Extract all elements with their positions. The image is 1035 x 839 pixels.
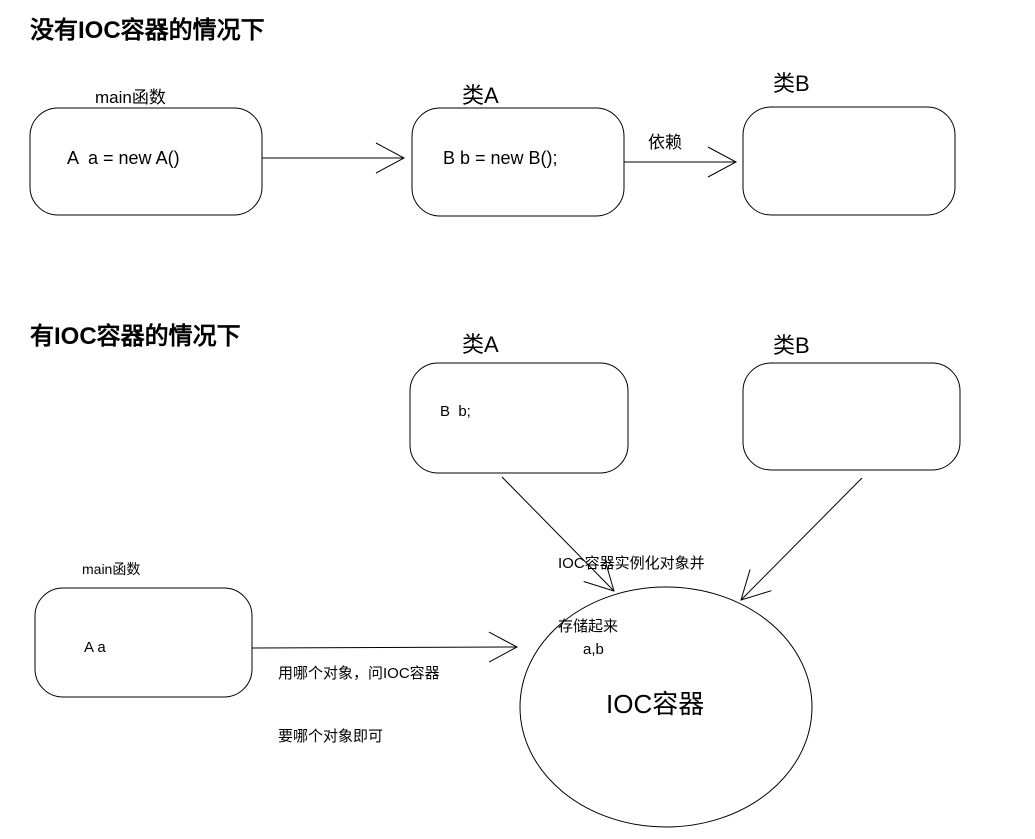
- class-a-box-1-label: 类A: [462, 83, 499, 108]
- class-b-box-1: [742, 106, 956, 216]
- request-annotation-line1: 用哪个对象，问IOC容器: [278, 665, 440, 682]
- request-annotation-line2: 要哪个对象即可: [278, 728, 384, 745]
- request-annotation: 用哪个对象，问IOC容器 要哪个对象即可: [278, 621, 440, 789]
- main-function-box-1-content: A a = new A(): [67, 148, 180, 168]
- class-a-box-2: [409, 362, 629, 474]
- arrow-class-b-to-container: [740, 477, 863, 601]
- dependency-arrow-label: 依赖: [648, 133, 682, 152]
- class-a-box-2-label: 类A: [462, 332, 499, 357]
- ioc-container-ellipse: [519, 586, 813, 828]
- main-function-box-2-label: main函数: [82, 561, 141, 577]
- section2-title: 有IOC容器的情况下: [30, 323, 241, 350]
- arrow-main-to-container: [251, 631, 519, 663]
- class-a-box-2-content: B b;: [440, 403, 471, 420]
- class-b-box-2-label: 类B: [773, 333, 810, 358]
- store-annotation-line1: IOC容器实例化对象并: [558, 555, 705, 572]
- ioc-container-label: IOC容器: [606, 689, 705, 719]
- section1-title: 没有IOC容器的情况下: [30, 17, 265, 44]
- ioc-container-items: a,b: [583, 641, 604, 658]
- main-function-box-1: [29, 107, 263, 216]
- class-b-box-1-label: 类B: [773, 71, 810, 96]
- class-b-box-2: [742, 362, 961, 471]
- arrow-class-a-to-container: [501, 476, 615, 592]
- main-function-box-2-content: A a: [84, 639, 106, 656]
- main-function-box-1-label: main函数: [95, 88, 166, 107]
- class-a-box-1-content: B b = new B();: [443, 148, 558, 168]
- main-function-box-2: [34, 587, 253, 698]
- store-annotation-line2: 存储起来: [558, 618, 619, 635]
- store-annotation: IOC容器实例化对象并 存储起来: [558, 511, 705, 679]
